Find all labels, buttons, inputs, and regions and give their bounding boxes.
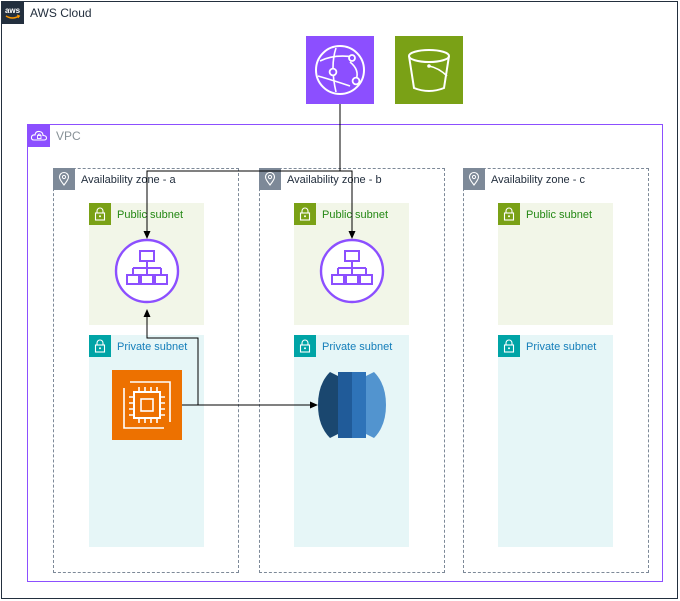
availability-zone-c [463, 168, 649, 573]
availability-zone-b-label: Availability zone - b [287, 174, 382, 186]
lock-icon [89, 335, 111, 357]
lock-icon [89, 203, 111, 225]
private-subnet-c-label: Private subnet [526, 341, 597, 353]
ec2-instance-icon[interactable] [112, 370, 182, 440]
location-pin-icon [53, 168, 75, 190]
rds-database-icon[interactable] [318, 368, 386, 442]
elastic-load-balancer-icon[interactable] [114, 238, 180, 304]
vpc-group [27, 124, 663, 582]
location-pin-icon [259, 168, 281, 190]
private-subnet-b [294, 335, 409, 547]
aws-logo-icon: aws [1, 1, 24, 24]
availability-zone-a [53, 168, 239, 573]
availability-zone-a-label: Availability zone - a [81, 174, 176, 186]
svg-text:aws: aws [5, 6, 21, 15]
s3-bucket-icon[interactable] [395, 36, 463, 104]
public-subnet-b-label: Public subnet [322, 209, 389, 221]
location-pin-icon [463, 168, 485, 190]
private-subnet-a-label: Private subnet [117, 341, 188, 353]
vpc-cloud-icon [28, 125, 50, 147]
lock-icon [498, 335, 520, 357]
public-subnet-a-label: Public subnet [117, 209, 184, 221]
lock-icon [498, 203, 520, 225]
cloudfront-icon[interactable] [306, 36, 374, 104]
private-subnet-b-label: Private subnet [322, 341, 393, 353]
lock-icon [294, 335, 316, 357]
vpc-label: VPC [56, 129, 81, 143]
aws-cloud-label: AWS Cloud [30, 6, 92, 20]
public-subnet-c-label: Public subnet [526, 209, 593, 221]
lock-icon [294, 203, 316, 225]
elastic-load-balancer-icon[interactable] [319, 238, 385, 304]
availability-zone-b [259, 168, 445, 573]
private-subnet-c [498, 335, 613, 547]
availability-zone-c-label: Availability zone - c [491, 174, 585, 186]
connector-cloudfront-to-elb-a [143, 104, 341, 239]
connector-cloudfront-to-elb-b [340, 170, 356, 239]
